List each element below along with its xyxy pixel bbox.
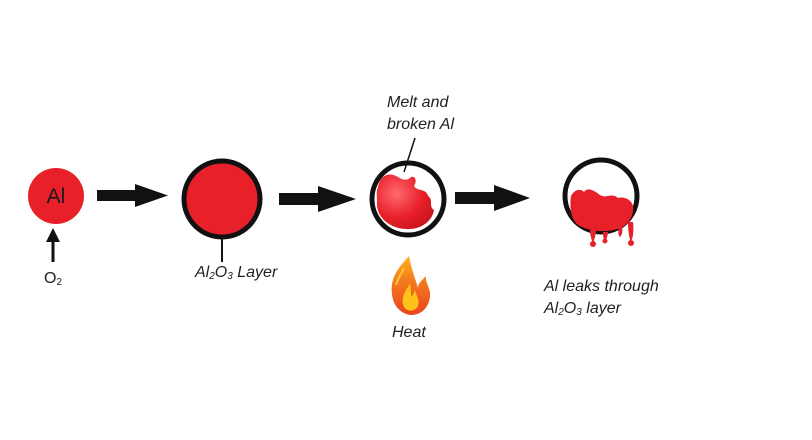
oxide-layer-sub-1: 2 (209, 271, 215, 282)
process-arrow-2 (279, 186, 356, 212)
leak-o: O (563, 300, 577, 317)
flame-icon (391, 256, 431, 315)
oxide-layer-word: Layer (232, 264, 278, 281)
heat-label: Heat (392, 324, 426, 341)
leak-sub-2: 3 (576, 307, 582, 318)
oxide-layer-o: O (214, 264, 228, 281)
oxide-layer-label: Al2O3 Layer (195, 262, 277, 288)
melt-label-line-2: broken Al (387, 116, 454, 133)
melt-label: Melt and broken Al (387, 92, 454, 136)
oxygen-subscript: 2 (56, 277, 63, 288)
leak-label-line-1: Al leaks through (544, 278, 659, 295)
oxide-layer-sub-2: 3 (227, 271, 233, 282)
leak-sub-1: 2 (558, 307, 564, 318)
leak-label: Al leaks through Al2O3 layer (544, 276, 659, 324)
oxide-layer-al: Al (195, 264, 210, 281)
oxygen-symbol: O (44, 270, 57, 287)
melt-pointer (403, 137, 416, 173)
aluminum-symbol: Al (47, 185, 66, 208)
oxygen-label: O2 (44, 268, 62, 294)
molten-aluminum (376, 174, 434, 230)
leak-al: Al (544, 300, 559, 317)
oxide-coated-particle (181, 158, 263, 240)
leak-label-line-2: Al2O3 layer (544, 298, 659, 324)
process-arrow-3 (455, 185, 530, 211)
leaking-aluminum (570, 189, 634, 232)
aluminum-drips (590, 222, 634, 247)
aluminum-particle (28, 168, 84, 224)
melt-label-line-1: Melt and (387, 94, 449, 111)
leak-layer-word: layer (581, 300, 621, 317)
process-arrow-1 (97, 184, 168, 207)
oxygen-arrow (46, 228, 60, 262)
